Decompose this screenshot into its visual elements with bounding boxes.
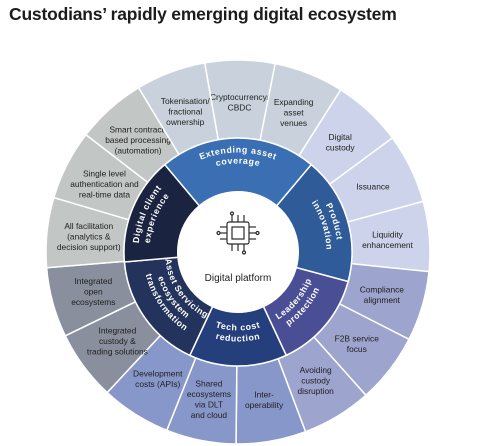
- center-label: Digital platform: [205, 273, 272, 284]
- outer-segment-label: Development: [133, 368, 183, 378]
- outer-segment-label: and cloud: [191, 410, 228, 420]
- outer-segment-label: Integrated: [99, 326, 137, 336]
- outer-segment-label: ownership: [166, 117, 205, 127]
- inner-segment-label: reduction: [215, 331, 261, 344]
- inner-segment-label: coverage: [215, 155, 262, 168]
- outer-segment-label: venues: [280, 118, 307, 128]
- inner-segment-label: Tech cost: [215, 319, 261, 332]
- outer-segment-label: (automation): [115, 146, 162, 156]
- outer-segment-label: Expanding: [274, 97, 314, 107]
- outer-segment-label: Integrated: [74, 276, 112, 286]
- outer-segment-label: open: [84, 287, 103, 297]
- page-title: Custodians’ rapidly emerging digital eco…: [9, 4, 397, 24]
- outer-segment-label: custody &: [99, 336, 136, 346]
- outer-segment-label: enhancement: [362, 240, 413, 250]
- outer-segment-label: Smart contract-: [109, 125, 166, 135]
- outer-segment-label: Single level: [83, 168, 126, 178]
- outer-segment-label: ecosystems: [71, 297, 115, 307]
- outer-segment-label: Tokenisation/: [161, 96, 211, 106]
- outer-segment-label: Digital: [329, 132, 352, 142]
- outer-segment-label: Shared: [195, 378, 222, 388]
- outer-segment-label: Issuance: [356, 182, 390, 192]
- outer-segment-label: custody: [301, 375, 331, 385]
- outer-segment-label: disruption: [297, 386, 334, 396]
- outer-segment-label: operability: [245, 400, 284, 410]
- outer-segment-label: trading solutions: [87, 347, 148, 357]
- outer-segment-label: Compliance: [360, 284, 405, 294]
- outer-segment-label: based processing: [105, 135, 171, 145]
- outer-segment-label: Liquidity: [372, 229, 404, 239]
- outer-segment-label: focus: [347, 344, 367, 354]
- outer-segment-label: via DLT: [195, 399, 223, 409]
- outer-segment-label: All facilitation: [64, 221, 113, 231]
- outer-segment-label: real-time data: [79, 189, 131, 199]
- chip-icon: [216, 211, 260, 255]
- outer-segment-label: CBDC: [228, 102, 252, 112]
- center-hub: [177, 191, 299, 313]
- outer-segment-label: Cryptocurrency/: [210, 92, 270, 102]
- outer-segment-label: Inter-: [254, 389, 274, 399]
- outer-segment-label: custody: [326, 142, 356, 152]
- outer-segment-label: Avoiding: [300, 365, 332, 375]
- outer-segment-label: ecosystems: [187, 389, 231, 399]
- outer-segment-label: authentication and: [70, 179, 139, 189]
- outer-segment-label: decision support): [57, 242, 121, 252]
- outer-segment-label: alignment: [364, 295, 401, 305]
- outer-segment-label: F2B service: [335, 333, 380, 343]
- outer-segment-label: costs (APIs): [135, 379, 180, 389]
- outer-segment-label: (analytics &: [67, 232, 111, 242]
- outer-segment-label: asset: [284, 108, 305, 118]
- outer-segment-label: fractional: [168, 107, 202, 117]
